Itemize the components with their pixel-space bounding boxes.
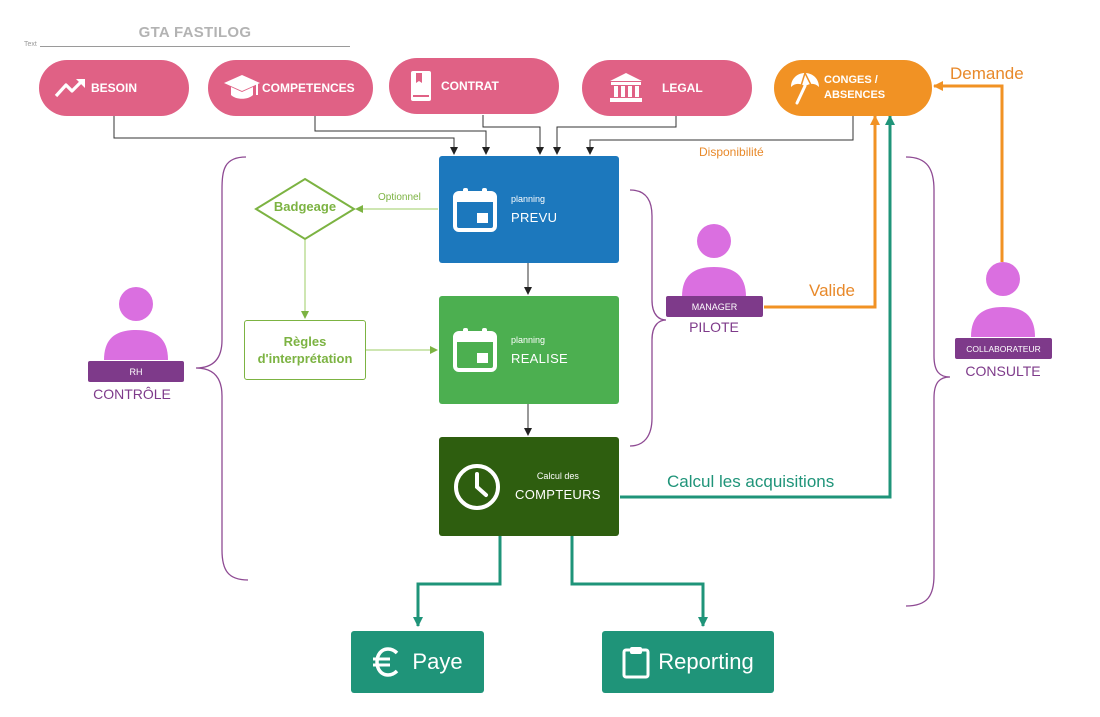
calcul-acquisitions-label: Calcul les acquisitions <box>667 472 835 491</box>
pill-conges-label-line2: ABSENCES <box>824 89 886 101</box>
demande-flow <box>933 81 1004 262</box>
badgeage-label: Badgeage <box>273 199 337 214</box>
regles-interpretation-box[interactable]: Règles d'interprétation <box>244 320 366 380</box>
besoin-connector <box>113 115 458 155</box>
pill-contrat-label: CONTRAT <box>441 79 499 93</box>
clipboard-icon <box>622 645 650 679</box>
prevu-small-label: planning <box>511 194 546 204</box>
clock-icon <box>439 462 515 512</box>
text-tag: Text <box>24 41 37 48</box>
beach-umbrella-icon <box>784 72 824 105</box>
regles-line2: d'interprétation <box>257 351 353 366</box>
collaborateur-person-icon <box>971 262 1035 337</box>
compteurs-reporting-flow <box>570 536 708 627</box>
pill-contrat[interactable]: CONTRAT <box>389 58 559 114</box>
pill-legal-label: LEGAL <box>662 81 703 95</box>
box-planning-realise[interactable]: planning REALISE <box>439 296 619 404</box>
output-reporting[interactable]: Reporting <box>602 631 774 693</box>
output-paye-label: Paye <box>412 649 463 674</box>
box-planning-prevu[interactable]: planning PREVU <box>439 156 619 263</box>
output-reporting-label: Reporting <box>658 649 754 674</box>
demande-label: Demande <box>950 64 1024 83</box>
disponibilite-label: Disponibilité <box>699 145 764 159</box>
calendar-icon <box>439 187 511 233</box>
legal-connector <box>553 115 677 155</box>
rh-badge: RH <box>88 361 184 382</box>
collaborateur-role-label: CONSULTE <box>965 363 1041 379</box>
badgeage-connectors <box>301 205 438 354</box>
rh-role-label: CONTRÔLE <box>93 386 171 402</box>
rh-brace <box>195 156 249 581</box>
trend-up-icon <box>51 72 91 104</box>
compteurs-big-label: COMPTEURS <box>515 487 601 502</box>
euro-icon <box>372 647 402 677</box>
pill-besoin-label: BESOIN <box>91 81 138 95</box>
pill-conges-label-line1: CONGES / <box>824 74 878 86</box>
book-icon <box>401 70 441 102</box>
graduation-cap-icon <box>222 72 262 104</box>
contrat-connector <box>482 115 544 155</box>
manager-person-icon <box>682 224 746 297</box>
pill-conges-absences[interactable]: CONGES / ABSENCES <box>774 60 932 116</box>
valide-flow <box>764 115 880 309</box>
badgeage-diamond[interactable] <box>254 177 356 241</box>
pill-competences[interactable]: COMPETENCES <box>208 60 373 116</box>
acquisitions-flow <box>620 115 895 499</box>
diagram-title: GTA FASTILOG <box>138 24 252 41</box>
optionnel-label: Optionnel <box>378 192 421 203</box>
pill-besoin[interactable]: BESOIN <box>39 60 189 116</box>
conges-connector <box>586 115 854 155</box>
orange-flows <box>764 81 1004 309</box>
compteurs-paye-flow <box>413 536 502 627</box>
rh-person-icon <box>104 287 168 360</box>
output-paye[interactable]: Paye <box>351 631 484 693</box>
realise-small-label: planning <box>511 334 546 345</box>
manager-badge: MANAGER <box>666 296 763 317</box>
compteurs-small-label: Calcul des <box>536 471 579 481</box>
valide-label: Valide <box>809 281 855 300</box>
box-calcul-compteurs[interactable]: Calcul des COMPTEURS <box>439 437 619 536</box>
collaborateur-badge: COLLABORATEUR <box>955 338 1052 359</box>
manager-role-label: PILOTE <box>689 319 739 335</box>
pill-legal[interactable]: LEGAL <box>582 60 752 116</box>
bank-icon <box>606 72 646 104</box>
collaborateur-brace <box>905 156 951 607</box>
realise-big-label: REALISE <box>511 350 569 366</box>
braces <box>195 156 951 607</box>
prevu-big-label: PREVU <box>511 210 558 225</box>
calendar-icon <box>439 327 511 373</box>
competences-connector <box>314 115 490 155</box>
regles-line1: Règles <box>283 334 327 349</box>
pill-competences-label: COMPETENCES <box>262 81 355 95</box>
teal-flows <box>413 115 895 627</box>
manager-brace <box>629 189 667 447</box>
title-underline <box>40 46 350 47</box>
input-connectors <box>113 115 854 436</box>
